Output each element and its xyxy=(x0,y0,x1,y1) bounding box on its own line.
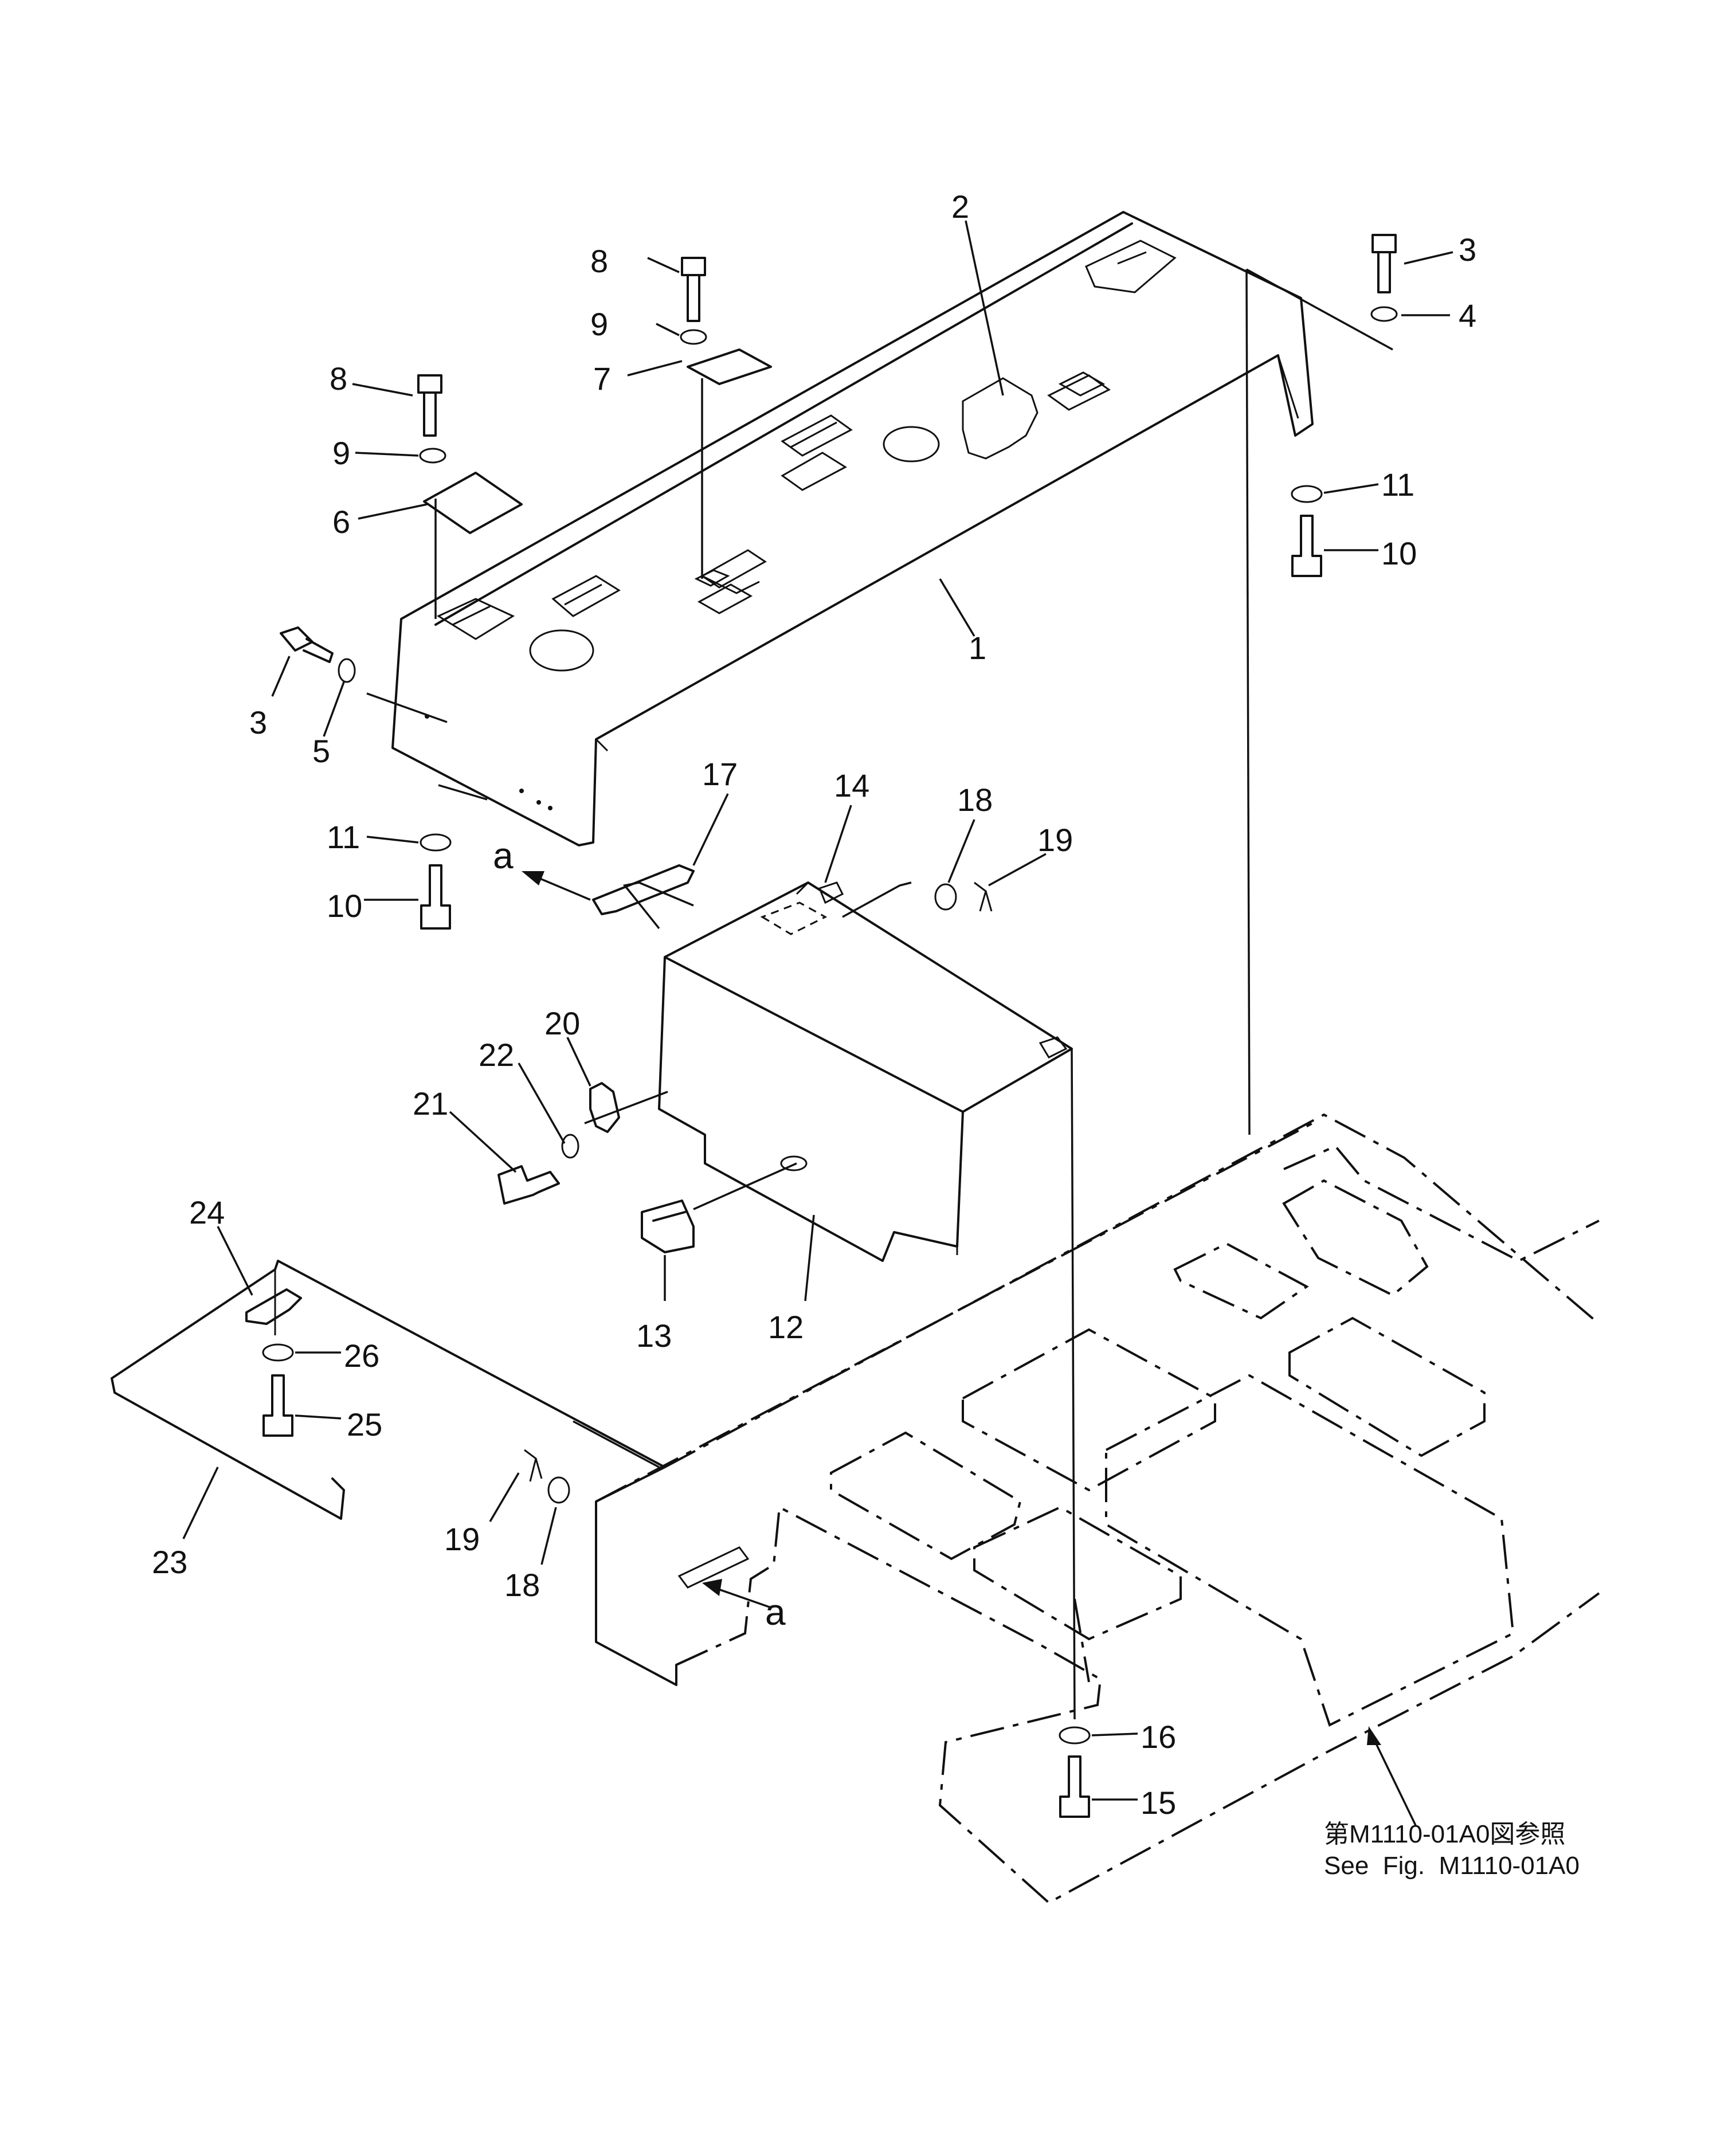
callout-18: 18 xyxy=(504,1567,540,1603)
callout-5: 5 xyxy=(312,733,330,769)
view-mark-a: a xyxy=(493,835,514,876)
hardware xyxy=(245,234,1398,1818)
callout-24: 24 xyxy=(189,1194,225,1230)
callout-17: 17 xyxy=(702,756,738,792)
callout-8: 8 xyxy=(330,360,347,397)
reference-note: 第M1110-01A0図参照 See Fig. M1110-01A0 xyxy=(1324,1820,1580,1880)
callout-13: 13 xyxy=(636,1318,672,1354)
frame-outline xyxy=(595,1113,1600,1904)
callout-20: 20 xyxy=(544,1005,580,1041)
callout-26: 26 xyxy=(344,1338,379,1374)
callout-19: 19 xyxy=(1037,822,1073,858)
callout-15: 15 xyxy=(1141,1785,1176,1821)
callout-21: 21 xyxy=(413,1085,448,1122)
callout-leaders xyxy=(182,220,1453,1826)
callout-12: 12 xyxy=(768,1309,804,1345)
callout-3: 3 xyxy=(249,704,267,740)
callout-22: 22 xyxy=(479,1037,514,1073)
reference-note-jp: 第M1110-01A0図参照 xyxy=(1324,1820,1565,1848)
callout-2: 2 xyxy=(951,189,969,225)
callout-9: 9 xyxy=(590,306,608,342)
top-cover xyxy=(391,211,1314,846)
callout-11: 11 xyxy=(1381,467,1414,503)
side-panel xyxy=(111,1260,677,1686)
view-mark-a: a xyxy=(765,1591,786,1633)
callout-16: 16 xyxy=(1141,1719,1176,1755)
callout-11: 11 xyxy=(327,819,360,855)
callout-25: 25 xyxy=(347,1406,382,1442)
callout-6: 6 xyxy=(332,504,350,540)
callout-19: 19 xyxy=(444,1521,480,1557)
callout-labels: 1 2 3 3 4 5 6 7 8 8 9 9 10 10 11 11 12 1… xyxy=(152,189,1476,1821)
callout-7: 7 xyxy=(593,360,611,397)
callout-18: 18 xyxy=(957,782,993,818)
callout-14: 14 xyxy=(834,767,869,803)
reference-note-en: See Fig. M1110-01A0 xyxy=(1324,1852,1580,1880)
callout-8: 8 xyxy=(590,243,608,279)
alignment-lines xyxy=(366,268,1393,1720)
callout-10: 10 xyxy=(1381,535,1417,571)
callout-10: 10 xyxy=(327,888,362,924)
box-cover xyxy=(658,881,1073,1262)
callout-9: 9 xyxy=(332,435,350,471)
callout-23: 23 xyxy=(152,1544,187,1580)
callout-4: 4 xyxy=(1459,297,1476,334)
callout-1: 1 xyxy=(969,630,986,666)
callout-3: 3 xyxy=(1459,232,1476,268)
